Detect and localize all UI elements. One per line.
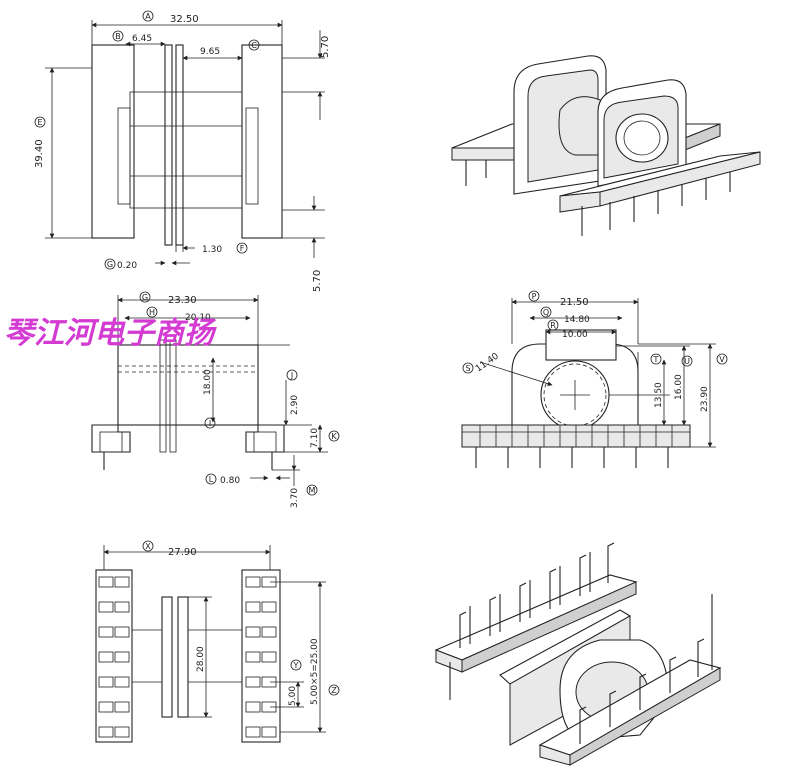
left-flange — [91, 44, 135, 239]
front-marker-g: M — [309, 486, 316, 495]
bottom-view: X 27.90 28.00 5.00 Y 5.00×5=25.00 Z — [95, 540, 340, 743]
side-marker-e: T — [653, 355, 659, 364]
right-pin-row — [241, 569, 281, 743]
front-marker-f: L — [209, 475, 214, 484]
front-dim-a: 23.30 — [168, 295, 197, 306]
top-dim-f: 1.30 — [202, 245, 222, 255]
front-dim-b: 20.10 — [185, 313, 211, 323]
front-marker-a: G — [142, 293, 148, 302]
side-dim-e: 13.50 — [654, 382, 664, 408]
side-marker-c: R — [550, 321, 556, 330]
side-marker-f: U — [684, 357, 690, 366]
top-marker-g: G — [107, 260, 113, 269]
front-marker-c: I — [209, 419, 211, 428]
side-view: P 21.50 Q 14.80 R 10.00 S 11.40 13.50 T … — [461, 290, 728, 468]
side-dim-b: 14.80 — [564, 315, 590, 325]
front-marker-d: J — [290, 371, 293, 380]
top-marker-c: C — [251, 41, 257, 50]
bottom-dim-b: 28.00 — [196, 646, 206, 672]
watermark-text: 琴江河电子商扬 — [4, 316, 217, 351]
side-marker-d: S — [465, 364, 470, 373]
side-marker-b: Q — [543, 308, 549, 317]
top-dim-e: 39.40 — [34, 139, 45, 168]
top-marker-e: E — [37, 118, 42, 127]
bottom-dim-c: 5.00 — [288, 686, 298, 706]
left-pin-row — [95, 569, 133, 743]
top-dim-c: 9.65 — [200, 47, 220, 57]
bottom-dim-d: 5.00×5=25.00 — [310, 638, 320, 705]
side-marker-g: V — [719, 355, 725, 364]
front-dim-c: 18.00 — [203, 369, 213, 395]
top-dim-a: 32.50 — [170, 14, 199, 25]
side-dim-d: 11.40 — [474, 351, 501, 374]
front-dim-e: 7.10 — [310, 428, 320, 448]
top-marker-b: B — [115, 32, 121, 41]
isometric-view-top — [451, 55, 761, 236]
top-dim-b: 6.45 — [132, 34, 152, 44]
side-marker-a: P — [532, 292, 537, 301]
front-dim-d: 2.90 — [290, 395, 300, 415]
top-marker-f: F — [240, 244, 245, 253]
front-dim-f: 0.80 — [220, 476, 240, 486]
right-flange — [241, 44, 283, 239]
bottom-marker-a: X — [145, 542, 151, 551]
side-dim-c: 10.00 — [562, 330, 588, 340]
side-dim-g: 23.90 — [700, 386, 710, 412]
front-marker-b: H — [149, 308, 155, 317]
front-body — [117, 344, 259, 426]
top-dim-h: 5.70 — [312, 270, 323, 292]
front-view: G 23.30 H 20.10 18.00 I 2.90 J 7.10 K L … — [91, 291, 340, 508]
bottom-marker-c: Z — [331, 686, 337, 695]
front-dim-g: 3.70 — [290, 488, 300, 508]
bottom-dim-a: 27.90 — [168, 547, 197, 558]
side-dim-a: 21.50 — [560, 297, 589, 308]
top-view: A 32.50 B 6.45 9.65 C 5.70 39.40 E 1.30 … — [34, 10, 331, 292]
top-marker-a: A — [145, 12, 151, 21]
isometric-view-bottom — [434, 542, 722, 766]
bottom-marker-b: Y — [293, 661, 299, 670]
side-dim-f: 16.00 — [674, 374, 684, 400]
top-dim-g: 0.20 — [117, 261, 137, 271]
top-dim-d: 5.70 — [320, 36, 331, 58]
front-marker-e: K — [331, 432, 337, 441]
